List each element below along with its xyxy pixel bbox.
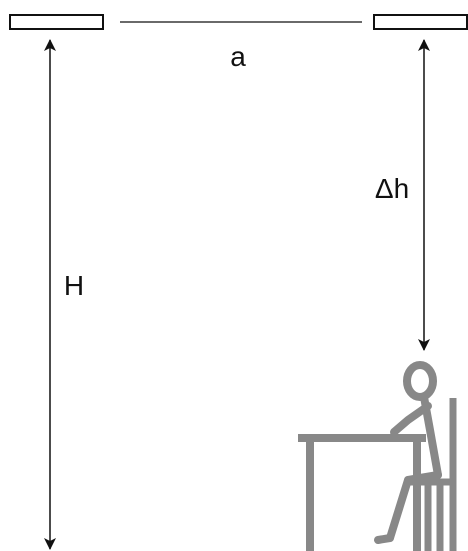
- person-foot: [374, 534, 394, 544]
- chair: [410, 398, 457, 551]
- height-diff-label: Δh: [375, 173, 409, 204]
- height-label: H: [64, 270, 84, 301]
- distance-label: a: [230, 41, 246, 72]
- desk: [298, 434, 426, 551]
- seated-person: [374, 361, 442, 544]
- person-thigh: [404, 471, 442, 484]
- person-arm: [390, 402, 432, 436]
- left-lamp: [9, 14, 104, 30]
- right-lamp: [373, 14, 468, 30]
- person-shin: [386, 476, 412, 542]
- person-head: [403, 361, 437, 401]
